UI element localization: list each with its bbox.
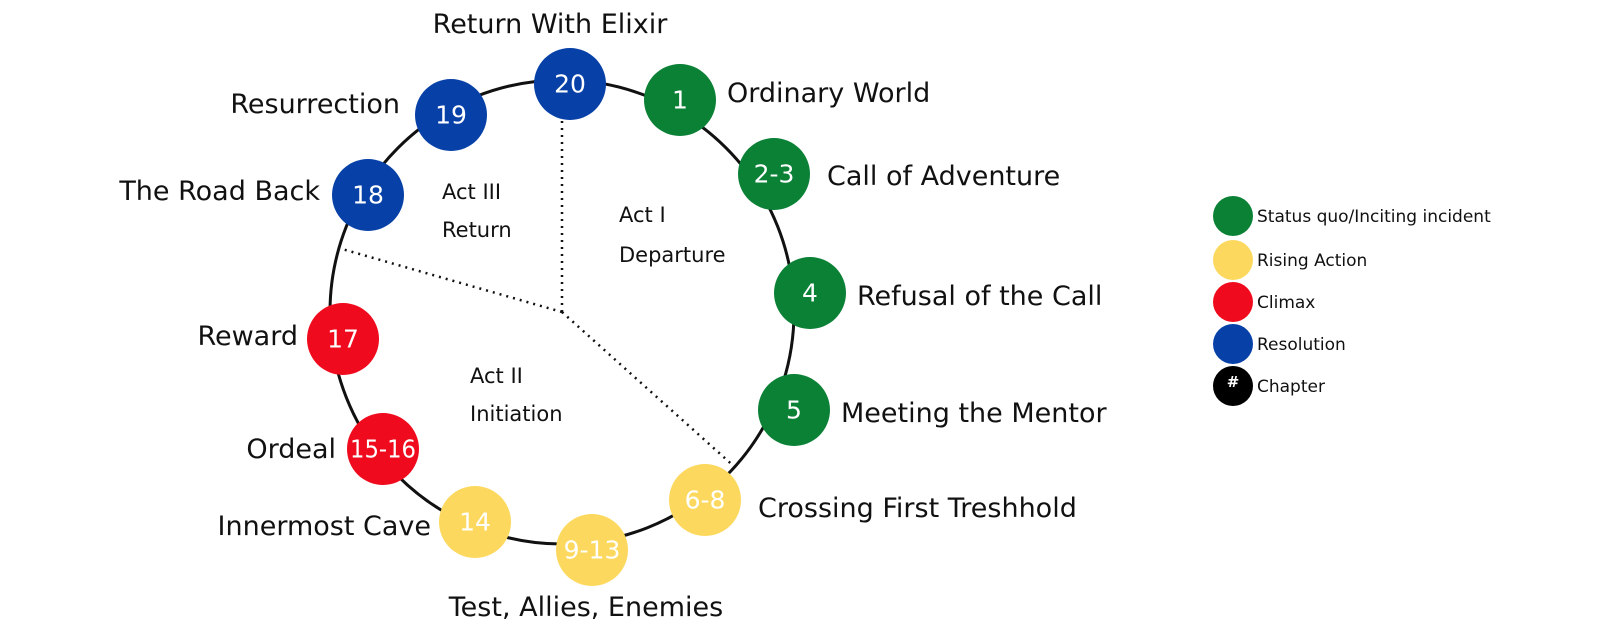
- stage-circle: [534, 48, 606, 120]
- legend-item-chapter: # Chapter: [1213, 366, 1325, 406]
- stage-label: Return With Elixir: [433, 9, 669, 40]
- stage-number: 14: [459, 508, 491, 537]
- stage-circle: [439, 486, 511, 558]
- stage-label: Test, Allies, Enemies: [448, 592, 723, 623]
- stage-node: 18: [332, 159, 404, 231]
- stage-node: 4: [774, 257, 846, 329]
- legend-label: Climax: [1257, 293, 1315, 313]
- legend-swatch-yellow: [1213, 240, 1253, 280]
- stage-number: 5: [786, 396, 802, 425]
- act-labels: Act I Departure Act II Initiation Act II…: [442, 180, 726, 426]
- stage-node: 6-8: [669, 464, 741, 536]
- stage-circle: [774, 257, 846, 329]
- stage-circle: [415, 79, 487, 151]
- stage-label: Reward: [197, 321, 298, 352]
- stage-circle: [347, 413, 419, 485]
- stage-number: 2-3: [754, 160, 795, 189]
- divider-act1-act2: [561, 311, 738, 470]
- stage-number: 1: [672, 86, 688, 115]
- act-1-title: Act I: [619, 203, 666, 227]
- stage-label: Ordeal: [246, 434, 336, 465]
- stage-circle: [669, 464, 741, 536]
- legend-item-resolution: Resolution: [1213, 324, 1346, 364]
- act-2-title: Act II: [470, 364, 523, 388]
- stage-circle: [332, 159, 404, 231]
- stage-node: 2-3: [738, 138, 810, 210]
- stage-number: 17: [327, 325, 359, 354]
- stage-node: 5: [758, 374, 830, 446]
- stage-node: 15-16: [347, 413, 419, 485]
- stage-node: 1: [644, 64, 716, 136]
- stage-label: Refusal of the Call: [857, 281, 1102, 312]
- stage-number: 18: [352, 181, 384, 210]
- stage-node: 14: [439, 486, 511, 558]
- legend-item-rising-action: Rising Action: [1213, 240, 1367, 280]
- stage-number: 20: [554, 70, 586, 99]
- stage-label: Innermost Cave: [218, 511, 431, 542]
- stage-circle: [758, 374, 830, 446]
- stage-label: Ordinary World: [727, 78, 930, 109]
- act-3-title: Act III: [442, 180, 501, 204]
- divider-act2-act3: [341, 247, 563, 314]
- stage-label: Meeting the Mentor: [841, 398, 1107, 429]
- stage-node: 17: [307, 303, 379, 375]
- act-1-subtitle: Departure: [619, 243, 726, 267]
- stage-node: 9-13: [556, 514, 628, 586]
- stage-number: 4: [802, 279, 818, 308]
- stage-number: 15-16: [350, 435, 416, 464]
- legend-item-status-quo: Status quo/Inciting incident: [1213, 196, 1491, 236]
- stage-label: The Road Back: [118, 176, 320, 207]
- stage-label: Crossing First Treshhold: [758, 493, 1077, 524]
- chapter-hash-icon: #: [1227, 373, 1240, 391]
- stage-circle: [307, 303, 379, 375]
- stage-circle: [644, 64, 716, 136]
- stage-number: 19: [435, 101, 467, 130]
- stage-labels: Ordinary World Call of Adventure Refusal…: [118, 9, 1107, 623]
- stage-node: 19: [415, 79, 487, 151]
- legend-label: Resolution: [1257, 335, 1346, 355]
- stage-circle: [738, 138, 810, 210]
- act-3-subtitle: Return: [442, 218, 512, 242]
- legend-swatch-black: [1213, 366, 1253, 406]
- legend-label: Status quo/Inciting incident: [1257, 207, 1491, 227]
- stage-number: 6-8: [685, 486, 726, 515]
- stage-label: Resurrection: [230, 89, 400, 120]
- legend-label: Chapter: [1257, 377, 1325, 397]
- legend-swatch-blue: [1213, 324, 1253, 364]
- legend-swatch-red: [1213, 282, 1253, 322]
- stage-circle: [556, 514, 628, 586]
- act-2-subtitle: Initiation: [470, 402, 563, 426]
- legend-label: Rising Action: [1257, 251, 1367, 271]
- stage-label: Call of Adventure: [827, 161, 1060, 192]
- legend-swatch-green: [1213, 196, 1253, 236]
- legend-item-climax: Climax: [1213, 282, 1315, 322]
- legend: Status quo/Inciting incident Rising Acti…: [1213, 196, 1491, 406]
- stage-node: 20: [534, 48, 606, 120]
- stage-number: 9-13: [564, 536, 621, 565]
- act-dividers: [341, 118, 738, 470]
